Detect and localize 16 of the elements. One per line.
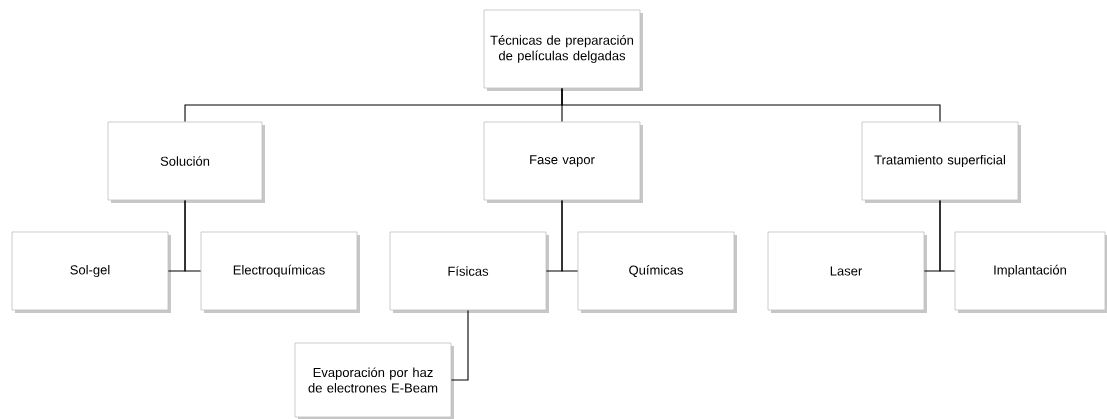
process-box: Fase vapor [483, 121, 643, 203]
process-box: Electroquímicas [200, 231, 360, 313]
connector [561, 87, 941, 123]
process-box: Implantación [954, 231, 1107, 313]
process-box: Químicas [577, 231, 737, 313]
process-box: Evaporación por haz de electrones E-Beam [294, 342, 454, 419]
process-box: Físicas [389, 231, 549, 313]
process-box: Técnicas de preparación de películas delgadas [483, 9, 643, 91]
connector [184, 199, 202, 272]
connector [561, 199, 579, 272]
process-box: Laser [767, 231, 927, 313]
process-box: Sol-gel [11, 231, 171, 313]
connector [939, 199, 956, 272]
process-box: Tratamiento superficial [861, 121, 1021, 203]
process-box: Solución [107, 121, 265, 203]
connector [450, 309, 469, 381]
